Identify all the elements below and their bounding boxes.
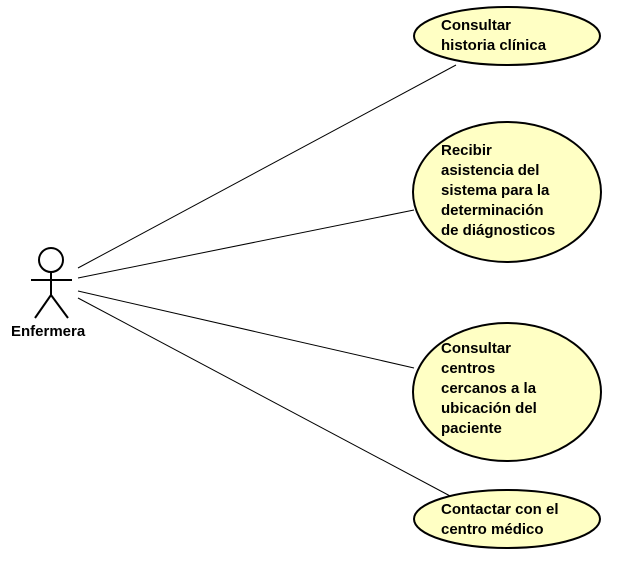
use-case-ellipse-asistencia[interactable] (412, 121, 602, 263)
use-case-line: cercanos a la (441, 380, 537, 397)
actor-left-leg (34, 294, 52, 319)
actor-stick-figure[interactable] (31, 247, 72, 319)
use-case-line: historia clínica (441, 37, 547, 54)
association-line-centros (77, 290, 415, 369)
actor-head (38, 247, 64, 273)
use-case-line: centro médico (441, 521, 544, 538)
use-case-ellipse-contactar[interactable] (413, 489, 601, 549)
use-case-line: Consultar (441, 340, 512, 357)
use-case-ellipse-historia[interactable] (413, 6, 601, 66)
association-line-asistencia (77, 209, 415, 279)
use-case-line: de diágnosticos (441, 222, 556, 239)
use-case-line: Contactar con el (441, 501, 559, 518)
use-case-line: determinación (441, 202, 544, 219)
use-case-line: sistema para la (441, 182, 550, 199)
use-case-ellipse-centros[interactable] (412, 322, 602, 462)
use-case-line: ubicación del (441, 400, 537, 417)
use-case-line: Recibir (441, 142, 492, 159)
use-case-line: centros (441, 360, 496, 377)
actor-right-leg (50, 294, 69, 319)
use-case-line: paciente (441, 420, 502, 437)
actor-label: Enfermera (11, 323, 86, 340)
use-case-line: asistencia del (441, 162, 540, 179)
association-line-contactar (77, 297, 453, 498)
use-case-line: Consultar (441, 17, 512, 34)
association-line-historia (77, 64, 457, 269)
